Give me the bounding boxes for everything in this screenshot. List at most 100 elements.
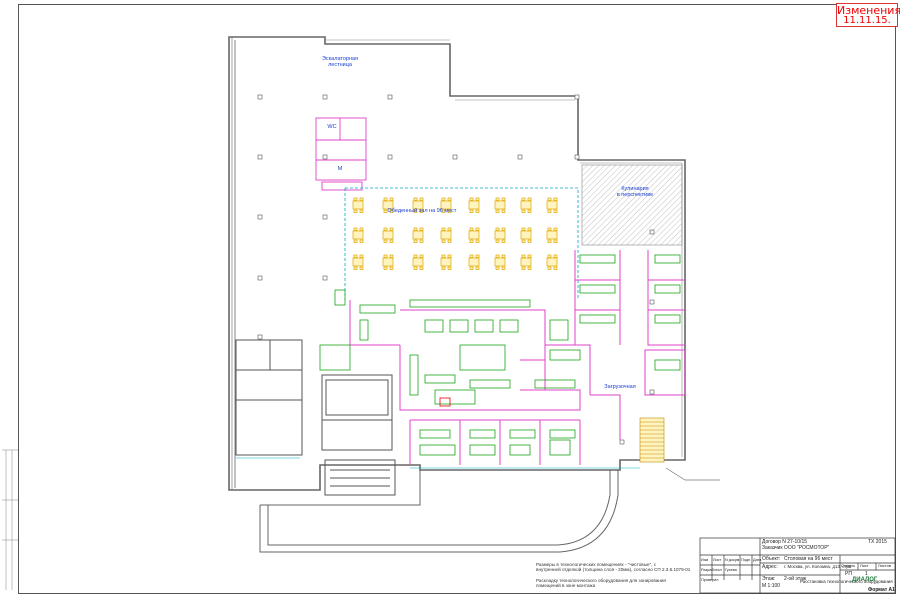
dining-chair bbox=[383, 197, 388, 201]
dining-chair bbox=[447, 209, 452, 213]
storage-rooms bbox=[235, 339, 396, 496]
dining-chair bbox=[441, 227, 446, 231]
dining-chair bbox=[553, 197, 558, 201]
column bbox=[387, 154, 393, 160]
dining-table bbox=[440, 257, 452, 267]
tb-sheet-title: Расстановка технологического оборудовани… bbox=[800, 579, 893, 584]
outer-wall bbox=[228, 36, 686, 491]
dining-chair bbox=[475, 239, 480, 243]
dining-chair bbox=[547, 209, 552, 213]
outer-walls bbox=[228, 36, 686, 491]
tb-row-dev: Разработал bbox=[701, 568, 722, 572]
column bbox=[322, 214, 328, 220]
dining-chair bbox=[475, 227, 480, 231]
dimension-lines bbox=[236, 457, 640, 469]
tb-col-sign: Подп. bbox=[741, 558, 752, 562]
dining-chair bbox=[419, 227, 424, 231]
column bbox=[257, 275, 263, 281]
dining-chair bbox=[389, 227, 394, 231]
dining-table bbox=[468, 200, 480, 210]
dining-chair bbox=[521, 239, 526, 243]
dining-chair bbox=[413, 197, 418, 201]
kitchen-equipment bbox=[319, 254, 681, 456]
partition-note: Размеры в технологических помещениях - "… bbox=[536, 562, 691, 573]
dining-chair bbox=[413, 227, 418, 231]
dining-chair bbox=[501, 227, 506, 231]
dining-chair bbox=[547, 197, 552, 201]
dining-chair bbox=[527, 266, 532, 270]
column bbox=[257, 94, 263, 100]
drawing-frame bbox=[18, 4, 896, 594]
dining-chair bbox=[419, 209, 424, 213]
revision-title: Изменения bbox=[837, 4, 900, 17]
dining-chair bbox=[495, 266, 500, 270]
dining-chair bbox=[389, 239, 394, 243]
external-stair bbox=[639, 417, 665, 463]
column bbox=[322, 154, 328, 160]
title-block bbox=[699, 537, 896, 594]
dining-chair bbox=[501, 266, 506, 270]
dining-chair bbox=[353, 266, 358, 270]
dining-chair bbox=[359, 254, 364, 258]
dining-table bbox=[352, 230, 364, 240]
dining-chair bbox=[553, 239, 558, 243]
column bbox=[574, 154, 580, 160]
tb-stage-val: РП bbox=[845, 571, 852, 577]
tb-scale: М 1:100 bbox=[762, 583, 781, 589]
dining-chair bbox=[553, 266, 558, 270]
escalator-label: Эскалаторная лестница bbox=[321, 56, 359, 68]
dining-chair bbox=[383, 227, 388, 231]
dining-chair bbox=[547, 227, 552, 231]
dining-chair bbox=[469, 266, 474, 270]
dining-chair bbox=[383, 239, 388, 243]
m-label: М bbox=[337, 166, 343, 172]
tb-floor-label: Этаж: bbox=[762, 576, 776, 582]
dining-chair bbox=[495, 197, 500, 201]
dining-table bbox=[546, 200, 558, 210]
tb-dev-name: Гусева bbox=[725, 568, 737, 572]
dining-tables bbox=[352, 197, 558, 270]
dining-chair bbox=[441, 197, 446, 201]
stair-enclosure bbox=[315, 117, 367, 181]
dining-hall-label: Обеденный зал на 96 мест bbox=[387, 208, 457, 214]
dining-table bbox=[468, 230, 480, 240]
dining-chair bbox=[447, 239, 452, 243]
dining-table bbox=[412, 257, 424, 267]
dining-chair bbox=[521, 254, 526, 258]
column bbox=[257, 334, 263, 340]
dining-chair bbox=[389, 254, 394, 258]
culinary-zone-hatch bbox=[581, 164, 683, 246]
column bbox=[322, 94, 328, 100]
dining-chair bbox=[501, 254, 506, 258]
dining-chair bbox=[389, 266, 394, 270]
dining-table bbox=[412, 230, 424, 240]
dining-chair bbox=[501, 209, 506, 213]
dining-table bbox=[494, 200, 506, 210]
dining-chair bbox=[469, 239, 474, 243]
tb-stage-col: Стадия bbox=[841, 563, 855, 568]
dining-chair bbox=[521, 209, 526, 213]
dining-chair bbox=[501, 197, 506, 201]
tb-object-label: Объект: bbox=[762, 556, 781, 562]
dining-chair bbox=[353, 239, 358, 243]
tb-row-check: Проверил bbox=[701, 578, 719, 582]
company-logo: ДИАЛОГ bbox=[852, 577, 878, 583]
dining-chair bbox=[419, 197, 424, 201]
tb-sheet-col: Лист bbox=[860, 563, 869, 568]
dining-chair bbox=[527, 209, 532, 213]
dining-chair bbox=[413, 239, 418, 243]
dining-table bbox=[352, 200, 364, 210]
dining-chair bbox=[413, 266, 418, 270]
dining-chair bbox=[475, 209, 480, 213]
revision-stamp: Изменения 11.11.15. bbox=[836, 3, 900, 27]
dining-chair bbox=[495, 254, 500, 258]
stair-landing bbox=[321, 181, 363, 191]
column bbox=[574, 94, 580, 100]
dining-chair bbox=[441, 254, 446, 258]
tb-format: Формат А1 bbox=[868, 587, 895, 593]
dining-table bbox=[468, 257, 480, 267]
dining-chair bbox=[419, 254, 424, 258]
kitchen-partitions bbox=[349, 250, 686, 465]
dining-chair bbox=[359, 227, 364, 231]
dining-chair bbox=[383, 254, 388, 258]
